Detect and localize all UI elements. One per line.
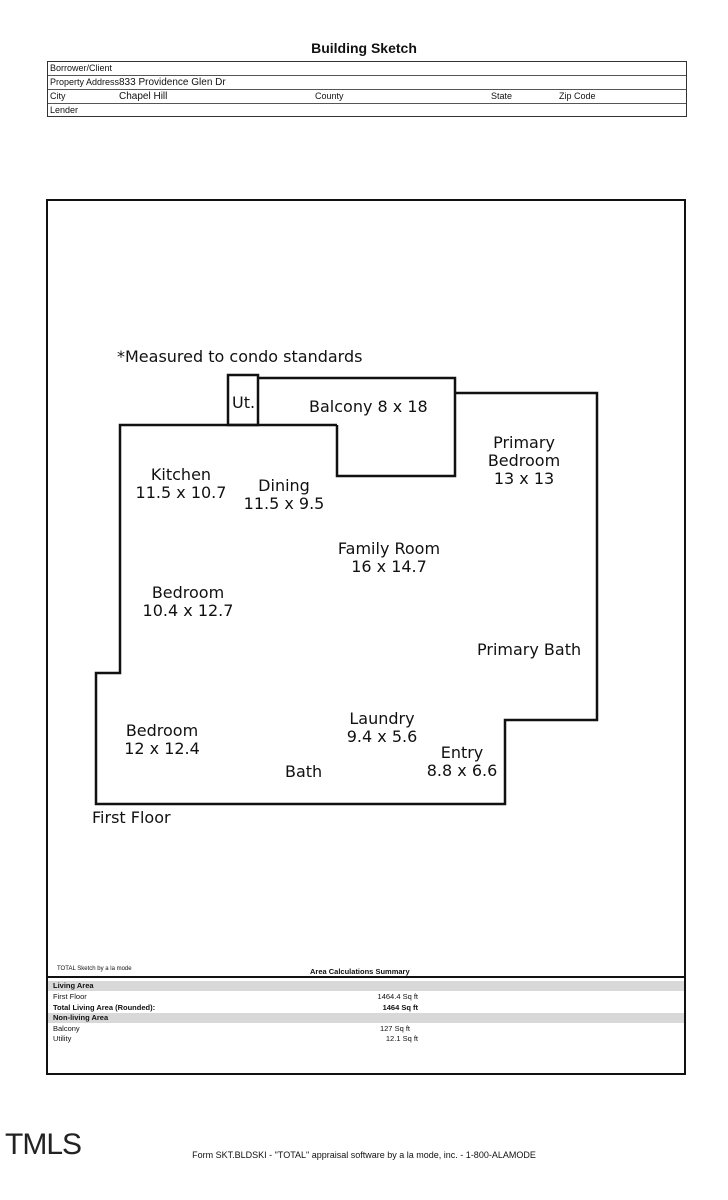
calc-row-balcony: Balcony 127 Sq ft (48, 1024, 684, 1034)
row-value: 1464.4 Sq ft (377, 992, 418, 1001)
room-utility: Ut. (232, 393, 256, 412)
non-living-area-header: Non-living Area (48, 1013, 684, 1023)
living-area-header: Living Area (48, 981, 684, 991)
section-label: Living Area (53, 981, 94, 990)
room-dims: 10.4 x 12.7 (142, 601, 234, 620)
room-dims: 16 x 14.7 (351, 557, 427, 576)
row-value: 127 Sq ft (379, 1024, 410, 1033)
room-dims: 12 x 12.4 (124, 739, 200, 758)
city-row: City Chapel Hill County State Zip Code (48, 90, 686, 104)
room-dims: 8.8 x 6.6 (426, 761, 498, 780)
tmls-logo: TMLS (5, 1128, 82, 1161)
lender-row: Lender (48, 104, 686, 117)
city-value: Chapel Hill (119, 91, 168, 102)
room-dims: 11.5 x 9.5 (243, 494, 325, 513)
lender-label: Lender (50, 105, 79, 115)
city-label: City (50, 91, 66, 101)
main-outline (94, 391, 599, 806)
sketch-frame (46, 199, 686, 1075)
calc-divider (46, 976, 684, 978)
floor-label: First Floor (92, 808, 171, 827)
row-value: 1464 Sq ft (382, 1003, 418, 1012)
room-name: Kitchen (150, 465, 212, 484)
row-label: Balcony (53, 1024, 80, 1033)
calc-row-first-floor: First Floor 1464.4 Sq ft (48, 992, 684, 1002)
room-name: Entry (440, 743, 484, 762)
address-value: 833 Providence Glen Dr (119, 77, 226, 88)
calc-row-utility: Utility 12.1 Sq ft (48, 1034, 684, 1044)
row-label: Utility (53, 1034, 72, 1043)
section-label: Non-living Area (53, 1013, 109, 1022)
state-label: State (491, 91, 513, 101)
room-dims: 13 x 13 (493, 469, 555, 488)
room-name: Bedroom (125, 721, 199, 740)
zip-label: Zip Code (559, 91, 596, 101)
room-dims: 9.4 x 5.6 (346, 727, 418, 746)
borrower-row: Borrower/Client (48, 62, 686, 76)
sketch-credit: TOTAL Sketch by a la mode (57, 966, 132, 972)
calc-title: Area Calculations Summary (310, 967, 410, 976)
sketch-note: *Measured to condo standards (117, 347, 363, 366)
row-value: 12.1 Sq ft (385, 1034, 418, 1043)
room-balcony: Balcony 8 x 18 (309, 397, 428, 416)
row-label: First Floor (53, 992, 87, 1001)
room-name: Bedroom (151, 583, 225, 602)
room-primary-bath: Primary Bath (477, 640, 582, 659)
room-name: Family Room (337, 539, 441, 558)
room-name: Dining (258, 476, 310, 495)
room-dims: 11.5 x 10.7 (135, 483, 227, 502)
address-label: Property Address (50, 77, 120, 87)
calc-row-total: Total Living Area (Rounded): 1464 Sq ft (48, 1003, 684, 1013)
room-name: Bedroom (487, 451, 561, 470)
room-bath: Bath (285, 762, 323, 781)
page-title: Building Sketch (311, 40, 417, 56)
row-label: Total Living Area (Rounded): (53, 1003, 156, 1012)
footer-text: Form SKT.BLDSKI - "TOTAL" appraisal soft… (192, 1150, 536, 1160)
borrower-label: Borrower/Client (50, 63, 113, 73)
room-name: Primary (493, 433, 555, 452)
county-label: County (315, 91, 344, 101)
room-name: Laundry (349, 709, 415, 728)
balcony-outline (258, 376, 457, 478)
utility-outline (226, 373, 260, 427)
